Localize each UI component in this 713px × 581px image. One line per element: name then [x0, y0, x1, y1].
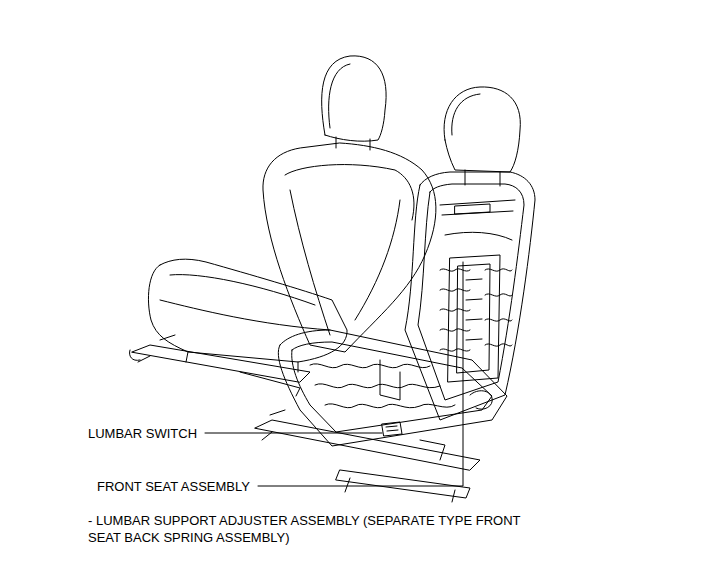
left-seat [129, 56, 435, 396]
part-label: FRONT SEAT ASSEMBLY [97, 478, 250, 495]
leader-line [258, 262, 463, 486]
leader-line [205, 433, 382, 434]
note-text: - LUMBAR SUPPORT ADJUSTER ASSEMBLY (SEPA… [88, 512, 543, 546]
part-label: LUMBAR SWITCH [88, 425, 197, 442]
right-seat-frame [255, 87, 535, 502]
